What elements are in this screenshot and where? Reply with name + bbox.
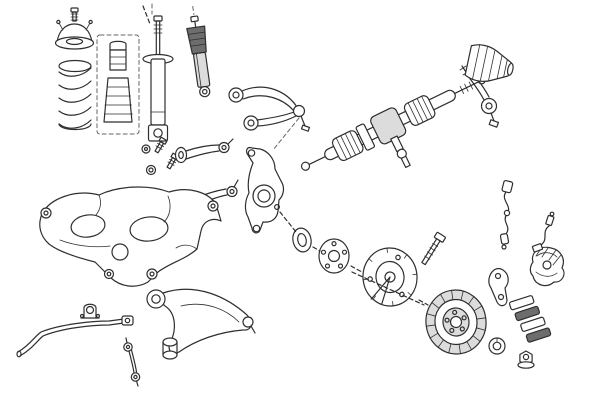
brake-hose-part: Brake hose: [531, 211, 555, 253]
brake-pad-set-part: Brake pad set: [508, 295, 552, 343]
stabilizer-clamp-bushing-part: Stabilizer clamp bushing: [79, 303, 101, 319]
wheel-hub-part: Wheel hub: [318, 238, 350, 274]
coil-spring-part: Coil spring: [58, 59, 92, 131]
dust-cover-kit-part: Dust cover & bump stop kit: [96, 34, 140, 135]
tie-rod-end-part: Tie rod end: [459, 65, 500, 128]
shock-absorber-part: Shock absorber: [186, 6, 211, 98]
mounting-hardware-part: Mounting hardware: [141, 136, 180, 176]
brake-disc-part: Brake disc: [425, 289, 487, 355]
stabilizer-link-part: Stabilizer link: [123, 337, 141, 387]
flanged-nut-part: Flanged nut: [517, 350, 535, 369]
axle-subframe-part: Axle subframe: [39, 186, 222, 287]
wheel-bearing-part: Wheel bearing: [292, 227, 312, 253]
lower-control-arm-part: Lower control arm: [146, 288, 256, 360]
abs-sensor-part: ABS sensor: [499, 180, 514, 250]
stabilizer-bar-part: Stabilizer bar: [16, 315, 134, 358]
steering-bellow-boot-part: Steering bellow boot: [464, 44, 514, 82]
caliper-carrier-part: Caliper carrier: [488, 267, 509, 307]
steering-rack-part: Steering rack: [300, 76, 486, 171]
suspension-strut-part: Suspension strut: [142, 3, 174, 142]
brake-splash-shield-part: Brake splash shield: [362, 247, 418, 307]
steering-knuckle-part: Steering knuckle: [244, 146, 285, 234]
brake-caliper-part: Brake caliper: [529, 246, 565, 287]
wheel-bolt-part: Wheel bolt: [421, 231, 447, 266]
rubber-bushing-part: Rubber bushing: [488, 337, 506, 355]
assembly-alignment-dashes: [142, 5, 429, 306]
strut-support-mount-part: Strut support mount: [54, 7, 95, 50]
control-arm-part: Control arm: [174, 138, 234, 164]
upper-control-arm-part: Upper control arm: [228, 86, 311, 151]
